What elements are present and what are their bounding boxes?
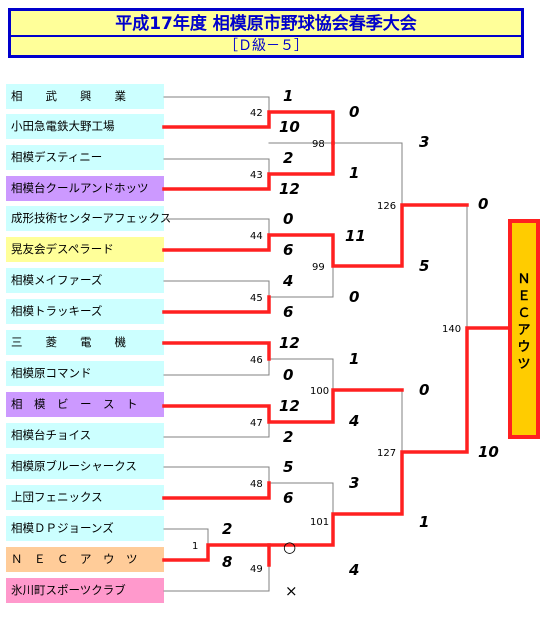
title-divider — [11, 35, 521, 37]
game-number: 45 — [250, 293, 263, 304]
game-number: 1 — [192, 541, 198, 552]
score: ○ — [283, 538, 296, 556]
team-name: 氷川町スポーツクラブ — [6, 578, 164, 603]
team-name: 上団フェニックス — [6, 485, 164, 510]
game-number: 99 — [312, 262, 325, 273]
score: 2 — [283, 149, 293, 167]
team-name: 晃友会デスペラード — [6, 237, 164, 262]
game-number: 42 — [250, 108, 263, 119]
score: 11 — [345, 227, 366, 245]
team-name: 小田急電鉄大野工場 — [6, 114, 164, 139]
team-name: 相模トラッキーズ — [6, 299, 164, 324]
score: 6 — [283, 489, 293, 507]
score: 0 — [478, 195, 488, 213]
team-name: 相模台チョイス — [6, 423, 164, 448]
score: 5 — [283, 458, 293, 476]
score: 2 — [283, 428, 293, 446]
score: 1 — [419, 513, 429, 531]
game-number: 47 — [250, 418, 263, 429]
title-box: 平成17年度 相模原市野球協会春季大会 ［Ｄ級－５］ — [8, 8, 524, 58]
score: 3 — [419, 133, 429, 151]
game-number: 49 — [250, 564, 263, 575]
score: 4 — [282, 272, 293, 290]
score: 12 — [279, 397, 300, 415]
score: 0 — [283, 366, 293, 384]
score: 0 — [349, 288, 359, 306]
score: 1 — [283, 87, 293, 105]
score: 6 — [283, 303, 293, 321]
team-name: 相模原コマンド — [6, 361, 164, 386]
score: 1 — [349, 164, 359, 182]
score: 12 — [279, 334, 300, 352]
team-name: 相 武 興 業 — [6, 84, 164, 109]
game-number: 46 — [250, 355, 263, 366]
score: × — [285, 582, 298, 600]
game-number: 140 — [442, 324, 461, 335]
score: 12 — [279, 180, 300, 198]
game-number: 127 — [377, 448, 396, 459]
team-name: 相模メイファーズ — [6, 268, 164, 293]
score: 2 — [222, 520, 232, 538]
page-subtitle: ［Ｄ級－５］ — [224, 38, 308, 54]
score: 3 — [349, 474, 359, 492]
game-number: 43 — [250, 170, 263, 181]
team-name: 相模ＤＰジョーンズ — [6, 516, 164, 541]
game-number: 44 — [250, 231, 263, 242]
game-number: 101 — [310, 517, 329, 528]
score: 1 — [349, 350, 359, 368]
score: 0 — [419, 381, 429, 399]
team-name: 相 模 ビ ー ス ト — [6, 392, 164, 417]
score: 5 — [419, 257, 429, 275]
game-number: 126 — [377, 201, 396, 212]
game-number: 98 — [312, 139, 325, 150]
team-name: 相模台クールアンドホッツ — [6, 176, 164, 201]
score: 6 — [283, 241, 293, 259]
score: 4 — [348, 561, 359, 579]
score: 10 — [279, 118, 300, 136]
team-name: 成形技術センターアフェックス — [6, 206, 171, 231]
score: 0 — [283, 210, 293, 228]
page-title: 平成17年度 相模原市野球協会春季大会 — [115, 14, 417, 34]
score: 0 — [349, 103, 359, 121]
team-name: Ｎ Ｅ Ｃ ア ウ ツ — [6, 547, 164, 572]
score: 8 — [222, 553, 232, 571]
team-name: 相模原ブルーシャークス — [6, 454, 164, 479]
team-name: 相模デスティニー — [6, 145, 164, 170]
game-number: 48 — [250, 479, 263, 490]
team-name: 三 菱 電 機 — [6, 330, 164, 355]
score: 10 — [478, 443, 499, 461]
score: 4 — [348, 412, 359, 430]
game-number: 100 — [310, 386, 329, 397]
